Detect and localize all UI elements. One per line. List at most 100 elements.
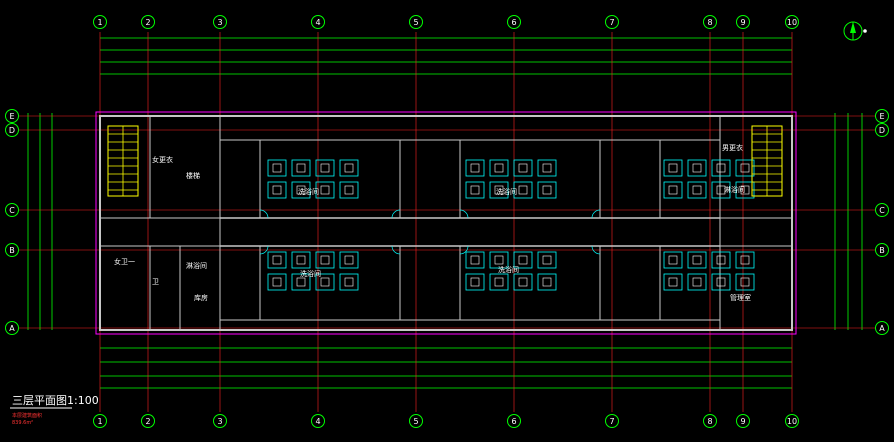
column-axis-bubble: 4 — [311, 15, 325, 29]
row-axis-label: E — [9, 112, 14, 121]
left-dimensions — [27, 113, 53, 330]
column-axis-label: 2 — [145, 18, 150, 27]
row-axis-label: E — [879, 112, 884, 121]
room-labels: 女更衣 楼梯 男更衣 女卫一 卫 淋浴间 库房 淋浴间 管理室 洗浴间 洗浴间 … — [114, 143, 751, 302]
column-axis-bubble: 1 — [93, 414, 107, 428]
column-axis-bubble: 2 — [141, 414, 155, 428]
row-axis-label: C — [9, 206, 15, 215]
column-axis-label: 8 — [707, 417, 712, 426]
row-axis-bubble: B — [875, 243, 889, 257]
room-label-bathroom-bl: 洗浴间 — [300, 269, 321, 278]
north-arrow-icon — [843, 21, 867, 41]
column-axis-label: 4 — [315, 18, 320, 27]
bottom-dimensions — [100, 347, 792, 389]
column-axis-bubble: 3 — [213, 15, 227, 29]
column-axis-label: 2 — [145, 417, 150, 426]
room-label-bathroom-tl: 洗浴间 — [298, 187, 319, 196]
column-axis-label: 7 — [609, 417, 614, 426]
column-axis-bubble: 5 — [409, 15, 423, 29]
column-axis-label: 3 — [217, 417, 222, 426]
row-axis-label: A — [9, 324, 15, 333]
column-axis-bubble: 1 — [93, 15, 107, 29]
drawing-title: 三层平面图1:100 — [12, 394, 99, 407]
row-axis-bubble: D — [5, 123, 19, 137]
column-axis-bubble: 9 — [736, 15, 750, 29]
column-axis-label: 10 — [787, 18, 797, 27]
column-axis-label: 6 — [511, 417, 516, 426]
column-axis-bubble: 10 — [785, 15, 799, 29]
corridor-walls — [220, 217, 720, 247]
title-block: 三层平面图1:100 本层建筑面积 839.6m² — [10, 394, 99, 426]
column-axis-label: 10 — [787, 417, 797, 426]
room-label-female-wc: 女卫一 — [114, 257, 135, 266]
stair-right — [751, 125, 783, 197]
top-dimensions — [100, 37, 792, 75]
sanitary-fixtures — [267, 159, 755, 291]
fixture-group — [663, 251, 755, 291]
right-dimensions — [834, 113, 863, 330]
row-axis-bubble: E — [5, 109, 19, 123]
fixture-group — [663, 159, 755, 199]
fixture-group — [267, 159, 359, 199]
column-axis-label: 6 — [511, 18, 516, 27]
row-axis-bubble: A — [5, 321, 19, 335]
room-label-bathroom-tr: 洗浴间 — [496, 187, 517, 196]
column-axis-bubble: 4 — [311, 414, 325, 428]
building-outline — [99, 115, 793, 331]
column-axis-bubble: 8 — [703, 15, 717, 29]
column-axis-label: 9 — [740, 18, 745, 27]
column-axis-label: 4 — [315, 417, 320, 426]
fixture-group — [267, 251, 359, 291]
column-axis-bubble: 3 — [213, 414, 227, 428]
row-axis-bubble: C — [5, 203, 19, 217]
drawing-subtitle: 本层建筑面积 — [12, 412, 42, 419]
row-axis-label: D — [9, 126, 15, 135]
column-axis-bubble: 7 — [605, 15, 619, 29]
column-axis-bubble: 8 — [703, 414, 717, 428]
column-axis-label: 3 — [217, 18, 222, 27]
row-axis-label: A — [879, 324, 885, 333]
room-label-storage: 库房 — [194, 293, 208, 302]
row-axis-bubble: D — [875, 123, 889, 137]
room-label-bath: 淋浴间 — [186, 261, 207, 270]
row-axis-label: B — [879, 246, 885, 255]
room-label-manager: 管理室 — [730, 293, 751, 302]
column-axis-label: 7 — [609, 18, 614, 27]
column-axis-label: 9 — [740, 417, 745, 426]
column-axis-bubble: 7 — [605, 414, 619, 428]
column-axis-bubble: 5 — [409, 414, 423, 428]
column-axis-bubble: 6 — [507, 15, 521, 29]
fixture-group — [465, 251, 557, 291]
stair-left — [107, 125, 139, 197]
column-axis-bubble: 9 — [736, 414, 750, 428]
room-label-male-bath: 淋浴间 — [724, 185, 745, 194]
column-axis-bubble: 10 — [785, 414, 799, 428]
column-axis-bubble: 2 — [141, 15, 155, 29]
room-label-small-wc: 卫 — [152, 278, 159, 286]
row-axis-label: D — [879, 126, 885, 135]
column-axis-bubbles: 1 1 2 2 3 3 4 4 5 5 6 6 7 7 8 8 9 9 10 10 — [93, 15, 799, 428]
room-label-women-changing: 女更衣 — [152, 155, 173, 164]
row-axis-bubble: E — [875, 109, 889, 123]
row-axis-bubble: B — [5, 243, 19, 257]
row-axis-bubble: A — [875, 321, 889, 335]
drawing-area: 839.6m² — [12, 420, 33, 426]
column-axis-label: 5 — [413, 417, 418, 426]
column-axis-label: 8 — [707, 18, 712, 27]
column-axis-bubble: 6 — [507, 414, 521, 428]
room-label-stair: 楼梯 — [186, 171, 200, 180]
row-axis-label: C — [879, 206, 885, 215]
room-label-bathroom-br: 洗浴间 — [498, 265, 519, 274]
door-swings — [259, 209, 601, 255]
building-magenta-outline — [95, 111, 797, 335]
column-axis-label: 1 — [97, 417, 102, 426]
interior-partitions — [100, 116, 792, 330]
column-axis-label: 1 — [97, 18, 102, 27]
room-label-men-changing: 男更衣 — [722, 143, 743, 152]
row-axis-label: B — [9, 246, 15, 255]
column-axis-label: 5 — [413, 18, 418, 27]
row-axis-bubble: C — [875, 203, 889, 217]
fixture-group — [465, 159, 557, 199]
